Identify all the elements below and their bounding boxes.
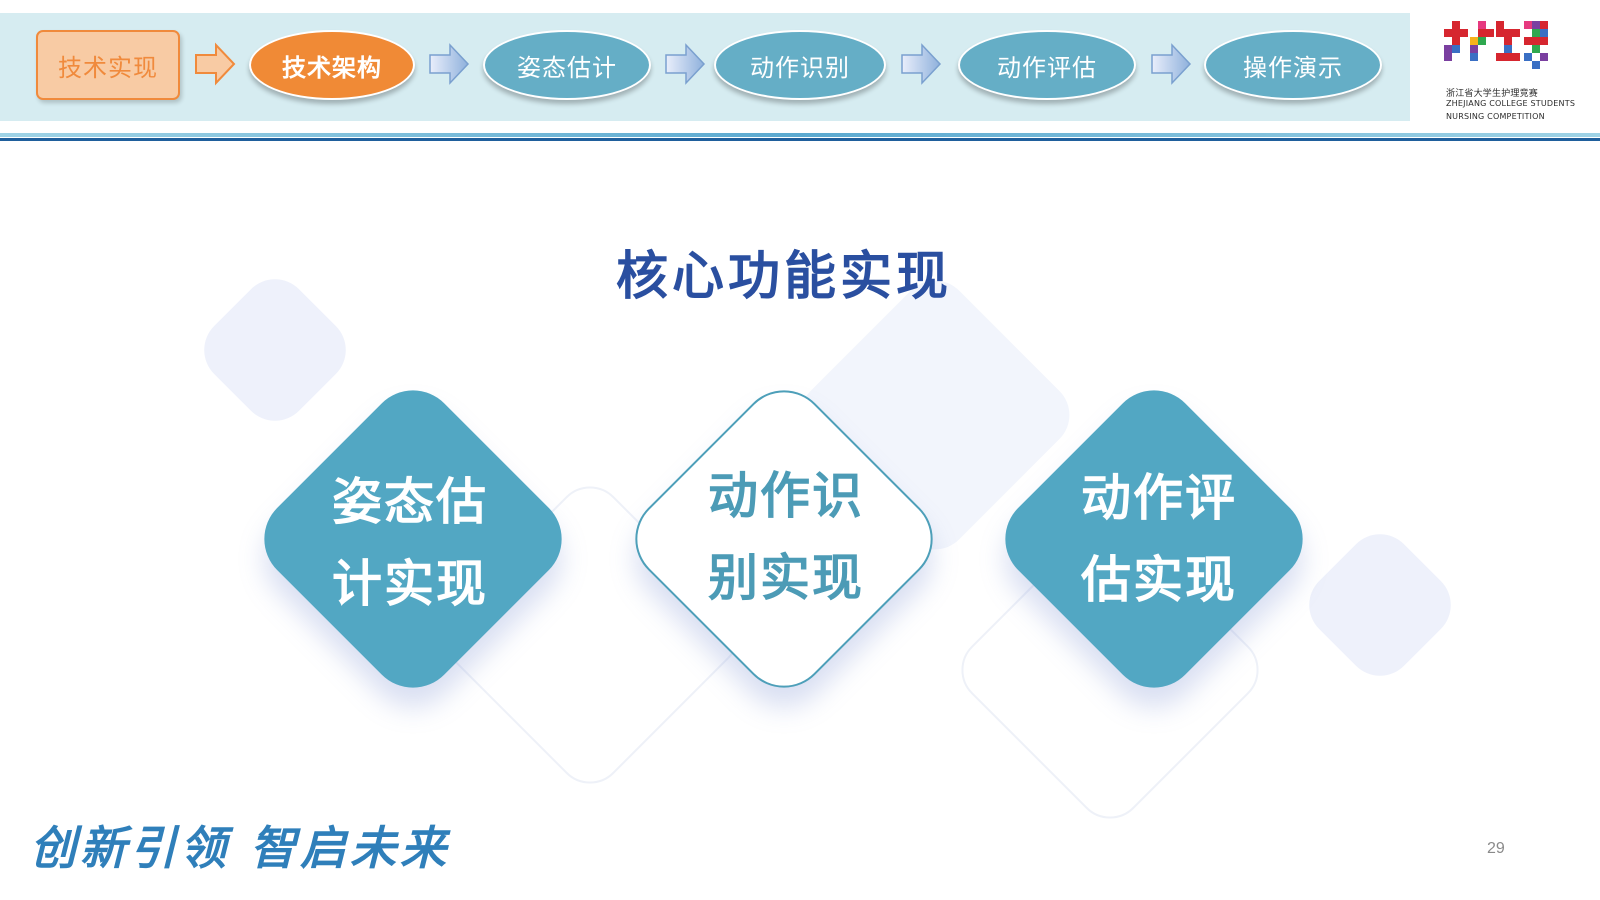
nav-step-tech-implementation[interactable]: 技术实现 <box>36 30 180 100</box>
nav-step-action-evaluation[interactable]: 动作评估 <box>958 30 1136 100</box>
card-action-recognition-label: 动作识 别实现 <box>708 467 864 607</box>
logo-caption-cn: 浙江省大学生护理竞赛 <box>1446 89 1539 99</box>
nav-step-demo[interactable]: 操作演示 <box>1204 30 1382 100</box>
arrow-right-icon <box>195 42 236 86</box>
competition-logo-icon <box>1444 21 1548 69</box>
card-action-evaluation-label: 动作评 估实现 <box>1081 469 1237 609</box>
logo-caption-en-1: ZHEJIANG COLLEGE STUDENTS <box>1446 99 1576 108</box>
slide-title: 核心功能实现 <box>615 247 952 307</box>
arrow-right-icon <box>429 43 470 85</box>
arrow-right-icon <box>665 43 706 85</box>
arrow-right-icon <box>1151 43 1192 85</box>
logo-caption-en-2: NURSING COMPETITION <box>1446 112 1545 121</box>
nav-step-tech-architecture[interactable]: 技术架构 <box>249 30 415 100</box>
background-diamond <box>1295 520 1465 690</box>
page-number: 29 <box>1487 840 1505 857</box>
nav-step-pose-estimation[interactable]: 姿态估计 <box>483 30 651 100</box>
header-rule <box>0 138 1600 141</box>
card-pose-estimation-label: 姿态估 计实现 <box>332 473 488 613</box>
footer-slogan: 创新引领 智启未来 <box>30 821 451 875</box>
arrow-right-icon <box>901 43 942 85</box>
nav-step-action-recognition[interactable]: 动作识别 <box>714 30 886 100</box>
header-rule-light <box>0 133 1600 137</box>
